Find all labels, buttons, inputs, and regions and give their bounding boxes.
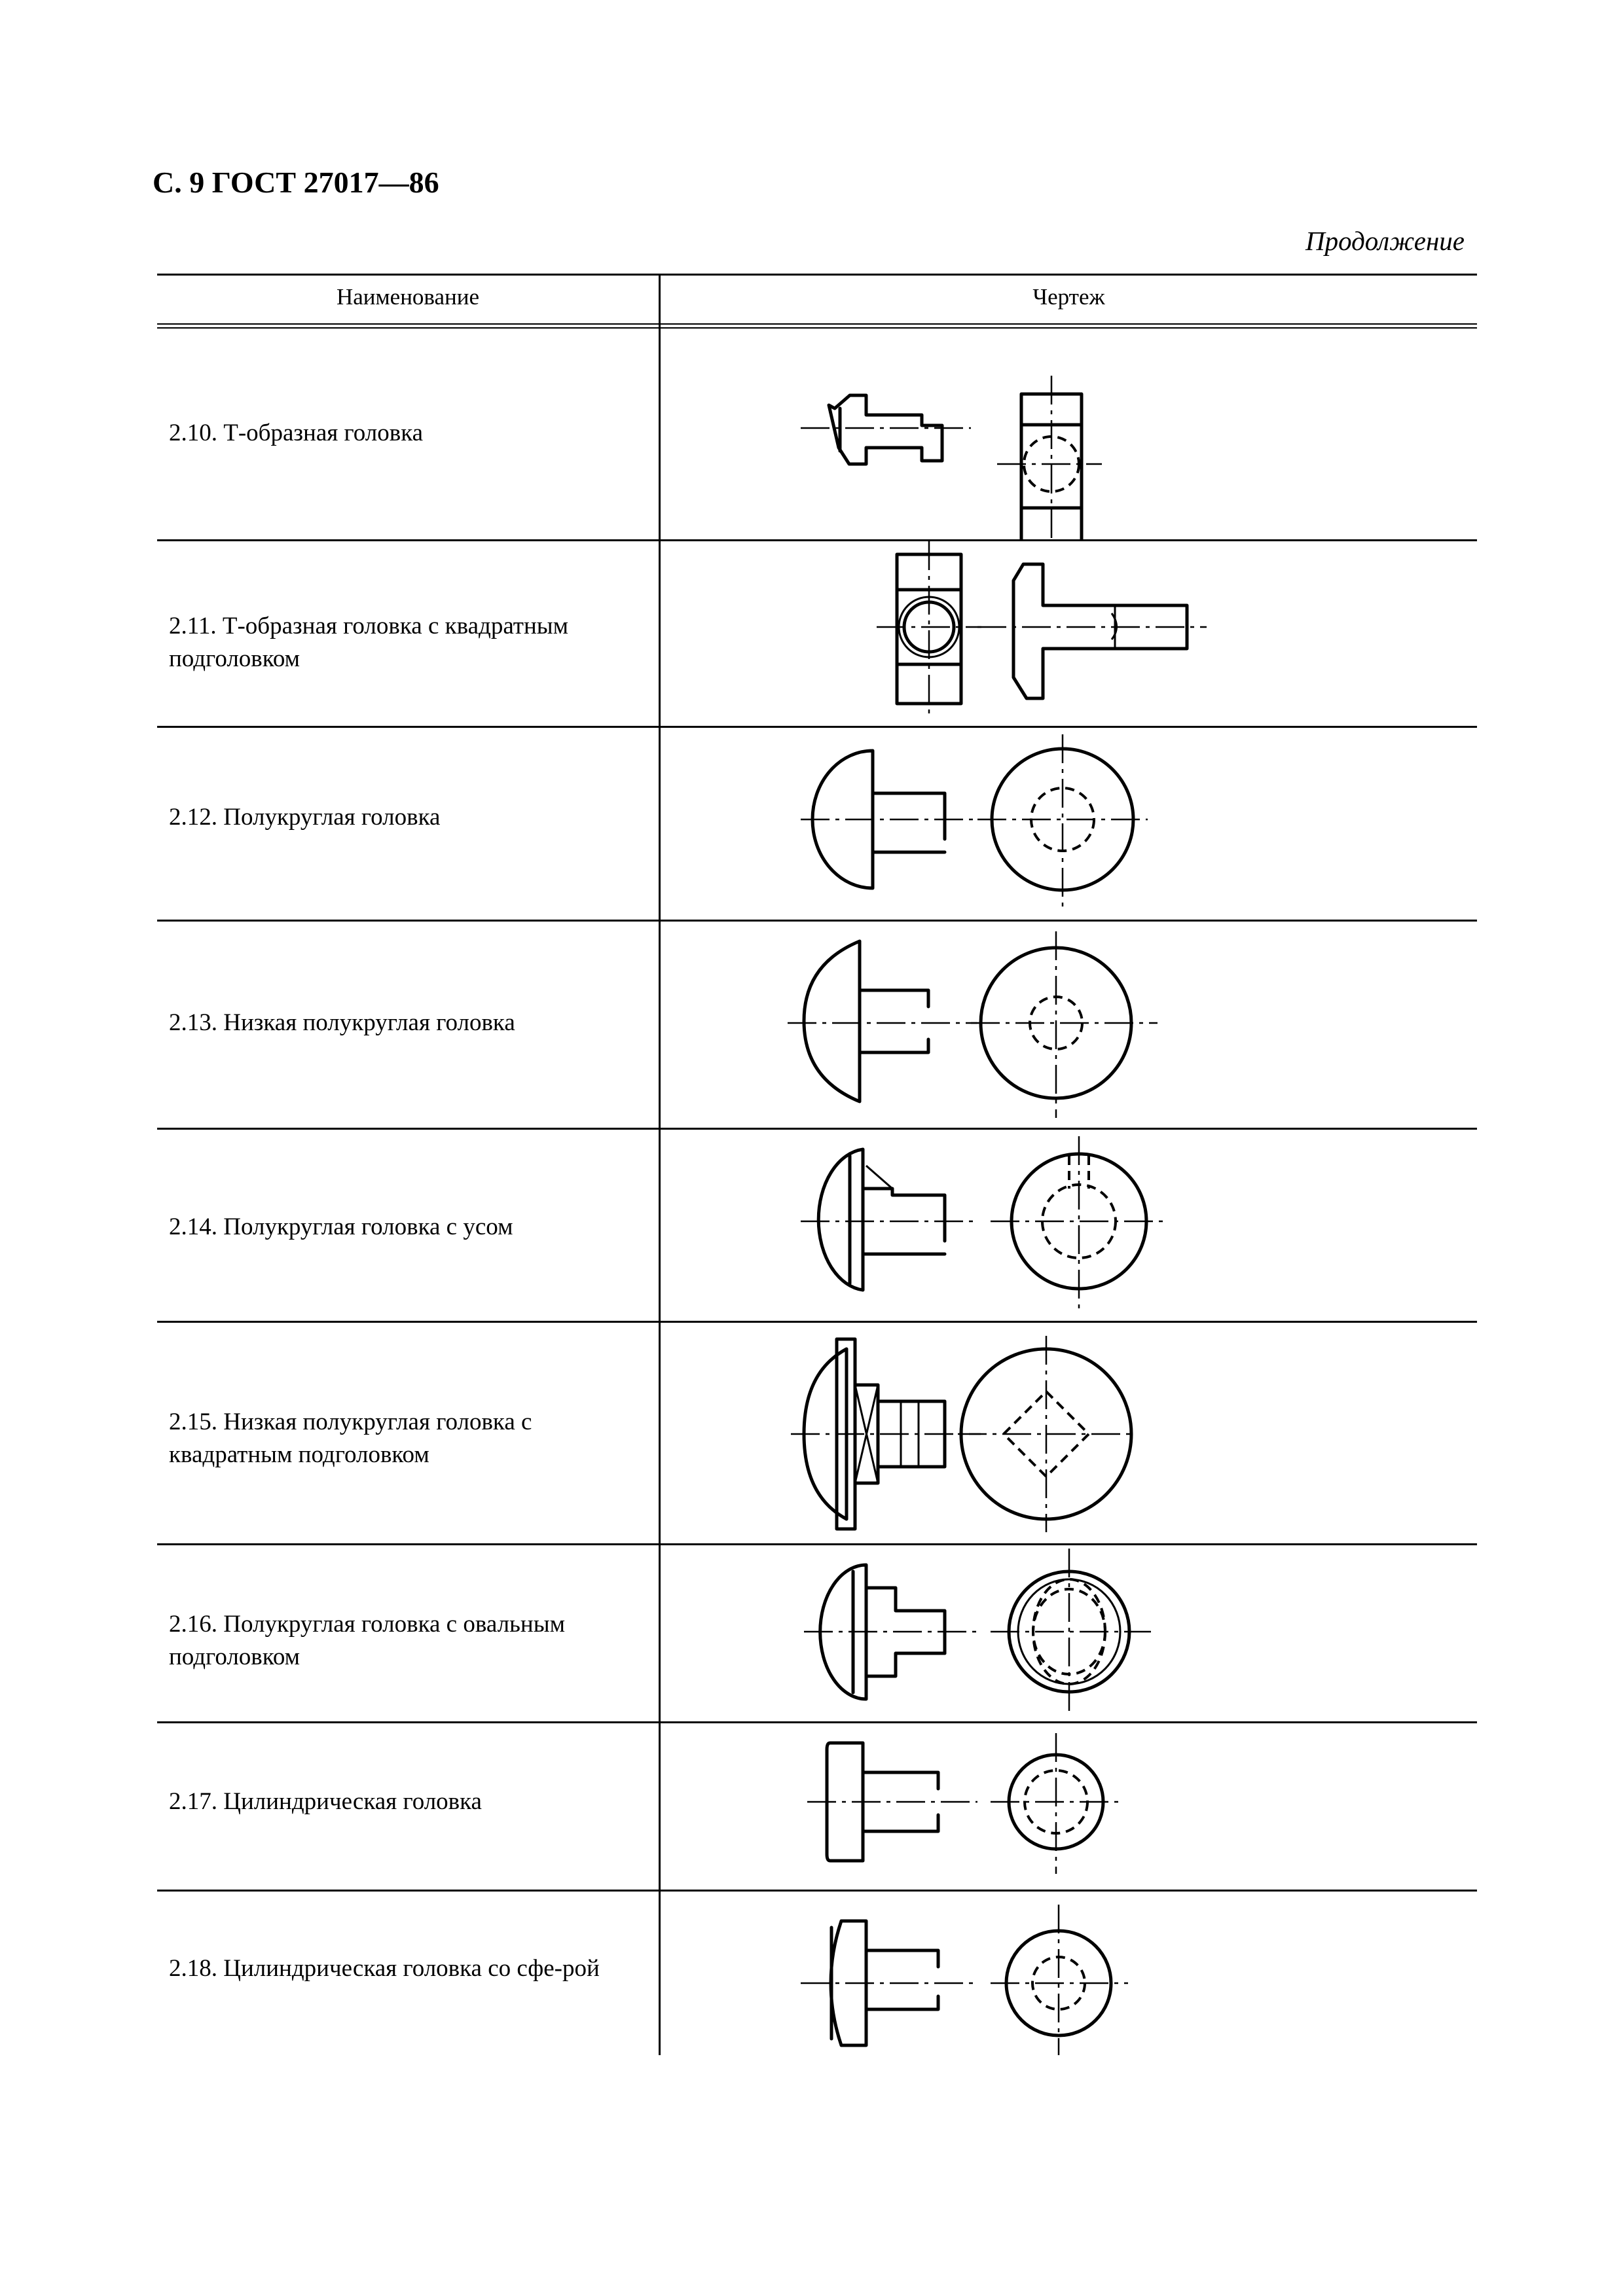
- row-divider: [157, 1543, 1477, 1545]
- row-name: 2.10. Т-образная головка: [169, 420, 424, 446]
- column-header-drawing: Чертеж: [1032, 284, 1105, 310]
- cylindrical-head-drawing: [807, 1733, 1122, 1874]
- table-row: 2.13. Низкая полукруглая головка: [157, 922, 1477, 1128]
- round-head-with-nib-drawing: [801, 1136, 1164, 1310]
- row-name: 2.18. Цилиндрическая головка со сфе-рой: [169, 1955, 600, 1982]
- row-divider: [157, 1321, 1477, 1323]
- table-row: 2.17. Цилиндрическая головка: [157, 1723, 1477, 1890]
- t-head-drawing: [801, 376, 1102, 539]
- header-rule-2: [157, 327, 1477, 329]
- row-name: 2.11. Т-образная головка с квадратным по…: [169, 613, 569, 672]
- table-row: 2.16. Полукруглая головка с овальным под…: [157, 1545, 1477, 1721]
- row-divider: [157, 1128, 1477, 1130]
- heads-table: Наименование Чертеж 2.10. Т-образная гол…: [157, 274, 1477, 2055]
- table-row: 2.12. Полукруглая головка: [157, 728, 1477, 920]
- table-row: 2.11. Т-образная головка с квадратным по…: [157, 541, 1477, 726]
- row-name: 2.17. Цилиндрическая головка: [169, 1788, 482, 1815]
- round-head-oval-neck-drawing: [804, 1549, 1151, 1712]
- row-divider: [157, 1721, 1477, 1723]
- row-divider: [157, 920, 1477, 922]
- row-divider: [157, 539, 1477, 541]
- continuation-label: Продолжение: [1305, 226, 1465, 256]
- table-top-border: [157, 274, 1477, 276]
- row-name: 2.13. Низкая полукруглая головка: [169, 1009, 515, 1036]
- low-round-head-drawing: [788, 931, 1158, 1118]
- row-divider: [157, 726, 1477, 728]
- table-row: 2.15. Низкая полукруглая головка с квадр…: [157, 1323, 1477, 1543]
- table-row: 2.14. Полукруглая головка с усом: [157, 1130, 1477, 1321]
- t-head-square-neck-drawing: [877, 541, 1207, 718]
- cylindrical-head-with-sphere-drawing: [801, 1905, 1128, 2055]
- round-head-drawing: [801, 734, 1148, 908]
- row-name: 2.14. Полукруглая головка с усом: [169, 1213, 513, 1240]
- column-divider: [659, 274, 661, 2055]
- table-row: 2.10. Т-образная головка: [157, 330, 1477, 539]
- row-divider: [157, 1890, 1477, 1892]
- row-name: 2.12. Полукруглая головка: [169, 804, 441, 831]
- table-row: 2.18. Цилиндрическая головка со сфе-рой: [157, 1892, 1477, 2055]
- page-header: С. 9 ГОСТ 27017—86: [153, 166, 439, 199]
- row-name: 2.15. Низкая полукруглая головка с квадр…: [169, 1408, 532, 1468]
- row-name: 2.16. Полукруглая головка с овальным под…: [169, 1611, 565, 1670]
- column-header-name: Наименование: [336, 284, 480, 310]
- header-rule-1: [157, 323, 1477, 325]
- low-round-head-square-neck-drawing: [791, 1336, 1135, 1532]
